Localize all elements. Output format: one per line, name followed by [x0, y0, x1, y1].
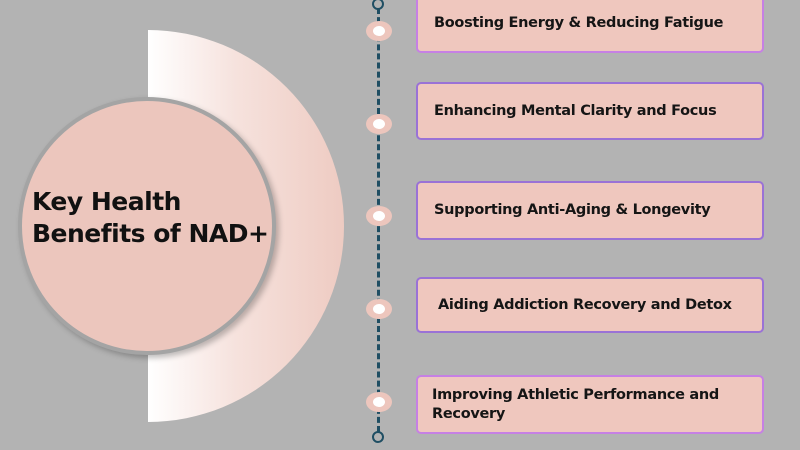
benefit-box: Supporting Anti-Aging & Longevity: [416, 181, 764, 240]
benefit-label: Improving Athletic Performance and Recov…: [432, 386, 720, 422]
title-circle: [18, 97, 276, 355]
benefit-box: Enhancing Mental Clarity and Focus: [416, 82, 764, 140]
benefit-box: Improving Athletic Performance and Recov…: [416, 375, 764, 434]
benefit-box: Aiding Addiction Recovery and Detox: [416, 277, 764, 333]
benefit-label: Aiding Addiction Recovery and Detox: [438, 296, 732, 313]
timeline-node: [366, 21, 392, 41]
timeline-end-cap: [372, 431, 384, 443]
timeline-node: [366, 392, 392, 412]
diagram-title: Key Health Benefits of NAD+: [32, 186, 269, 250]
benefit-box: Boosting Energy & Reducing Fatigue: [416, 0, 764, 53]
timeline-node: [366, 206, 392, 226]
title-line-2: Benefits of NAD+: [32, 219, 269, 248]
timeline-node: [366, 114, 392, 134]
benefit-label: Boosting Energy & Reducing Fatigue: [434, 15, 724, 31]
timeline-node: [366, 299, 392, 319]
timeline-start-cap: [372, 0, 384, 10]
title-line-1: Key Health: [32, 187, 181, 216]
benefit-label: Enhancing Mental Clarity and Focus: [434, 102, 717, 119]
benefit-label: Supporting Anti-Aging & Longevity: [434, 202, 711, 218]
